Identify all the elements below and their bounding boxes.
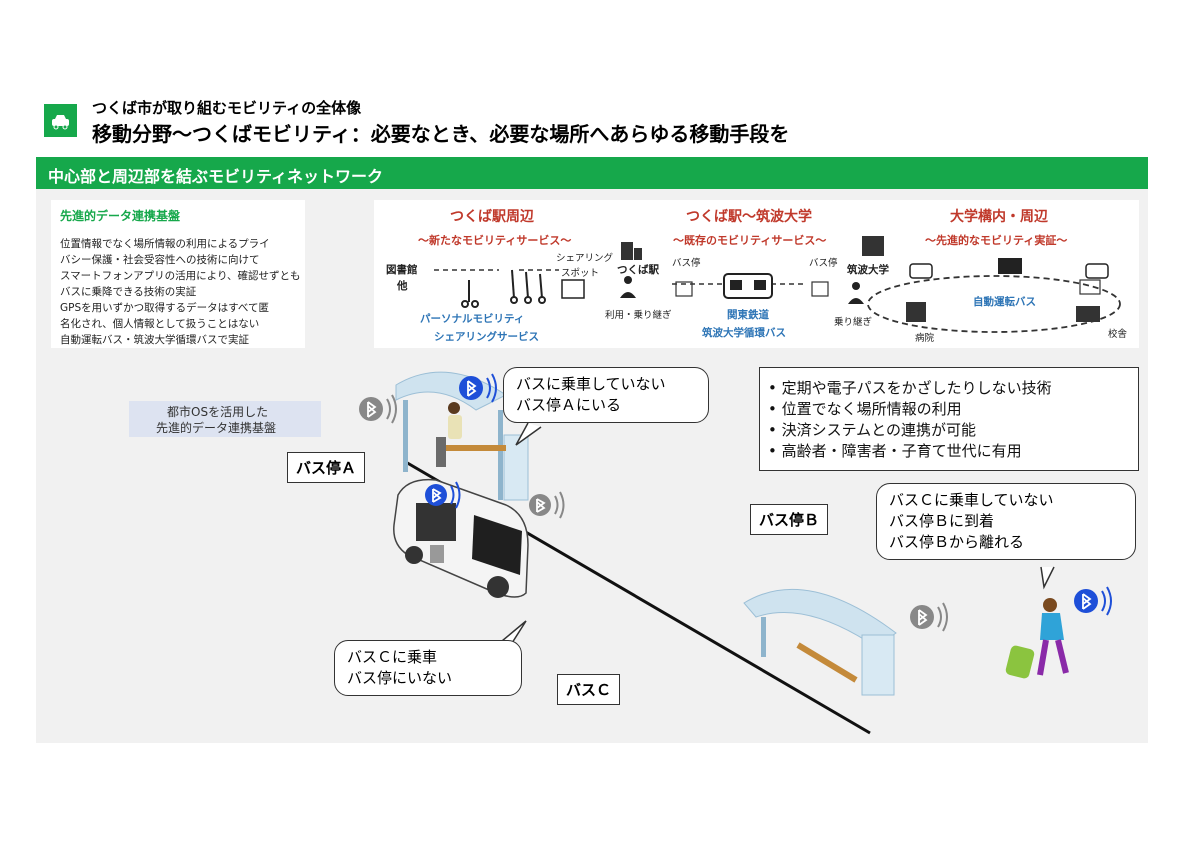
info-line: スマートフォンアプリの活用により、確認せずとも — [60, 270, 301, 282]
personal-mobility-label: パーソナルモビリティ — [420, 313, 525, 325]
bus-stop-label: バス停 — [809, 258, 838, 269]
transfer-label: 乗り継ぎ — [834, 317, 873, 328]
section-bar — [36, 157, 1148, 189]
info-line: GPSを用いずかつ取得するデータはすべて匿 — [60, 302, 269, 314]
hospital-label: 病院 — [915, 333, 935, 344]
kanto-bus-label: 筑波大学循環バス — [702, 327, 786, 339]
page-title: 移動分野～つくばモビリティ：必要なとき、必要な場所へあらゆる移動手段を — [92, 122, 790, 146]
info-title: 先進的データ連携基盤 — [60, 209, 181, 223]
stop-a-label: バス停Ａ — [287, 452, 366, 483]
personal-mobility-label: シェアリングサービス — [434, 331, 539, 343]
city-os-text: 先進的データ連携基盤 — [156, 421, 277, 435]
tsukuba-station-label: つくば駅 — [617, 264, 659, 276]
bubble-line: バスＣに乗車 — [347, 648, 438, 666]
city-os-text: 都市OSを活用した — [167, 405, 269, 419]
sharing-spot-label: シェアリング — [556, 253, 614, 264]
col1-heading: つくば駅周辺 — [450, 209, 534, 225]
bubble-line: バスに乗車していない — [516, 375, 666, 393]
col3-heading: 大学構内・周辺 — [950, 209, 1048, 225]
bubble-bus-c: バスＣに乗車 バス停にいない — [334, 640, 522, 696]
bus-c — [393, 478, 529, 598]
city-os-box — [129, 401, 321, 437]
transfer-label: 利用・乗り継ぎ — [605, 310, 672, 321]
car-logo-icon — [44, 104, 77, 137]
kanto-bus-label: 関東鉄道 — [727, 309, 769, 321]
library-label: 他 — [397, 280, 408, 292]
info-line: 自動運転バス・筑波大学循環バスで実証 — [60, 334, 249, 346]
autonomous-bus-label: 自動運転バス — [973, 296, 1036, 308]
university-label: 筑波大学 — [847, 264, 889, 276]
seated-person — [436, 402, 462, 467]
info-line: 名化され、個人情報として扱うことはない — [60, 318, 260, 330]
col2-sub: ～既存のモビリティサービス～ — [673, 234, 827, 247]
walking-woman — [1005, 598, 1069, 679]
bubble-line: バス停Ａにいる — [516, 396, 622, 414]
scooter-icons — [461, 269, 546, 308]
info-line: 位置情報でなく場所情報の利用によるプライ — [60, 238, 270, 250]
bubble-line: バス停Ｂから離れる — [889, 533, 1025, 551]
sharing-spot-label: スポット — [561, 268, 600, 279]
bluetooth-icons — [359, 373, 1112, 632]
feature-bullet: • 定期や電子パスをかざしたりしない技術 — [768, 379, 1052, 397]
bus-shelter-b — [743, 588, 897, 696]
bus-stop-label: バス停 — [672, 258, 701, 269]
stop-b-label: バス停Ｂ — [750, 504, 829, 535]
page-subtitle: つくば市が取り組むモビリティの全体像 — [92, 99, 362, 117]
bubble-line: バス停Ｂに到着 — [889, 512, 995, 530]
info-line: バシー保護・社会受容性への技術に向けて — [60, 254, 260, 266]
info-box — [51, 200, 305, 348]
section-title: 中心部と周辺部を結ぶモビリティネットワーク — [48, 167, 384, 186]
feature-bullet: • 高齢者・障害者・子育て世代に有用 — [768, 442, 1022, 460]
school-label: 校舎 — [1108, 329, 1128, 340]
col2-heading: つくば駅～筑波大学 — [686, 209, 812, 225]
col1-sub: ～新たなモビリティサービス～ — [418, 234, 572, 247]
info-line: バスに乗降できる技術の実証 — [60, 286, 197, 298]
bubble-stop-b: バスＣに乗車していない バス停Ｂに到着 バス停Ｂから離れる — [876, 483, 1136, 560]
feature-bullet: • 位置でなく場所情報の利用 — [768, 400, 962, 418]
scene-illustration — [359, 371, 1112, 735]
col3-sub: ～先進的なモビリティ実証～ — [925, 234, 1068, 247]
library-label: 図書館 — [386, 264, 418, 276]
panel-graphics — [434, 236, 1121, 333]
bubble-stop-a: バスに乗車していない バス停Ａにいる — [503, 367, 709, 423]
feature-box — [759, 367, 1139, 471]
bus-c-label: バスＣ — [557, 674, 621, 705]
bubble-line: バス停にいない — [347, 669, 453, 687]
bubble-line: バスＣに乗車していない — [889, 491, 1054, 509]
feature-bullet: • 決済システムとの連携が可能 — [768, 421, 977, 439]
